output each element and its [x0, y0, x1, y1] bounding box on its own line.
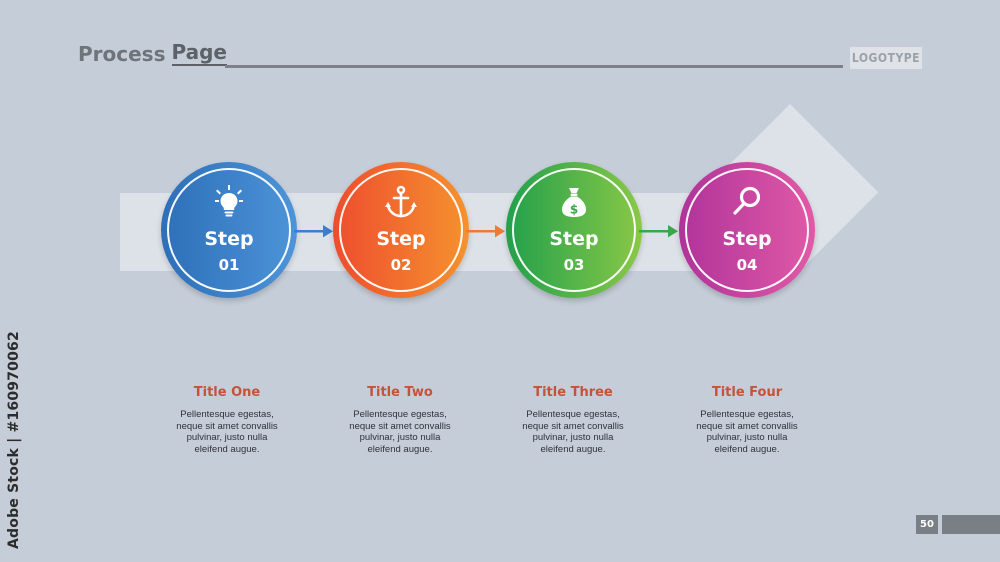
column-body: Pellentesque egestas, neque sit amet con… [667, 409, 827, 455]
body-line: eleifend augue. [540, 443, 606, 455]
arrow-right-icon [639, 225, 678, 238]
body-line: pulvinar, justo nulla [359, 432, 441, 443]
step-number: 04 [736, 256, 758, 274]
column-title: Title Two [367, 385, 433, 400]
title-part-page: Page [171, 40, 227, 66]
step-circle-2: Step 02 [333, 162, 469, 298]
body-line: Pellentesque egestas, [180, 409, 274, 420]
step-circle-1: Step 01 [161, 162, 297, 298]
body-line: Pellentesque egestas, [526, 409, 620, 420]
step-ring [167, 168, 291, 292]
arrow-right-icon [294, 225, 333, 238]
body-line: pulvinar, justo nulla [532, 432, 614, 443]
page-number-bar [942, 515, 1000, 534]
step-label: Step [722, 228, 772, 250]
body-line: neque sit amet convallis [522, 420, 624, 432]
svg-text:$: $ [570, 203, 578, 217]
column-body: Pellentesque egestas, neque sit amet con… [147, 409, 307, 455]
step-description-2: Title Two Pellentesque egestas, neque si… [320, 385, 480, 455]
body-line: eleifend augue. [367, 443, 433, 455]
body-line: Pellentesque egestas, [353, 409, 447, 420]
magnifier-icon [733, 186, 761, 215]
body-line: pulvinar, justo nulla [706, 432, 788, 443]
step-label: Step [204, 228, 254, 250]
step-description-3: Title Three Pellentesque egestas, neque … [493, 385, 653, 455]
watermark-side-text: Adobe Stock | #160970062 [6, 331, 22, 549]
title-part-process: Process [78, 42, 166, 66]
body-line: pulvinar, justo nulla [186, 432, 268, 443]
step-ring [339, 168, 463, 292]
body-line: neque sit amet convallis [696, 420, 798, 432]
column-body: Pellentesque egestas, neque sit amet con… [493, 409, 653, 455]
step-description-4: Title Four Pellentesque egestas, neque s… [667, 385, 827, 455]
step-ring [512, 168, 636, 292]
column-body: Pellentesque egestas, neque sit amet con… [320, 409, 480, 455]
step-number: 03 [563, 256, 585, 274]
anchor-icon [385, 185, 417, 218]
arrow-right-icon [466, 225, 505, 238]
column-title: Title Three [533, 385, 613, 400]
lightbulb-icon [215, 185, 243, 217]
header-divider [225, 65, 843, 68]
step-description-1: Title One Pellentesque egestas, neque si… [147, 385, 307, 455]
body-line: neque sit amet convallis [349, 420, 451, 432]
page-title: Process Page [78, 42, 227, 66]
step-ring [685, 168, 809, 292]
step-number: 01 [218, 256, 240, 274]
logotype-badge: LOGOTYPE [850, 47, 922, 69]
step-number: 02 [390, 256, 412, 274]
column-title: Title Four [711, 385, 783, 400]
step-label: Step [549, 228, 599, 250]
column-title: Title One [193, 385, 261, 400]
page-number: 50 [916, 515, 938, 534]
step-label: Step [376, 228, 426, 250]
body-line: Pellentesque egestas, [700, 409, 794, 420]
body-line: neque sit amet convallis [176, 420, 278, 432]
step-circle-4: Step 04 [679, 162, 815, 298]
step-circle-3: $ Step 03 [506, 162, 642, 298]
body-line: eleifend augue. [194, 443, 260, 455]
money-bag-icon: $ [562, 188, 586, 217]
body-line: eleifend augue. [714, 443, 780, 455]
